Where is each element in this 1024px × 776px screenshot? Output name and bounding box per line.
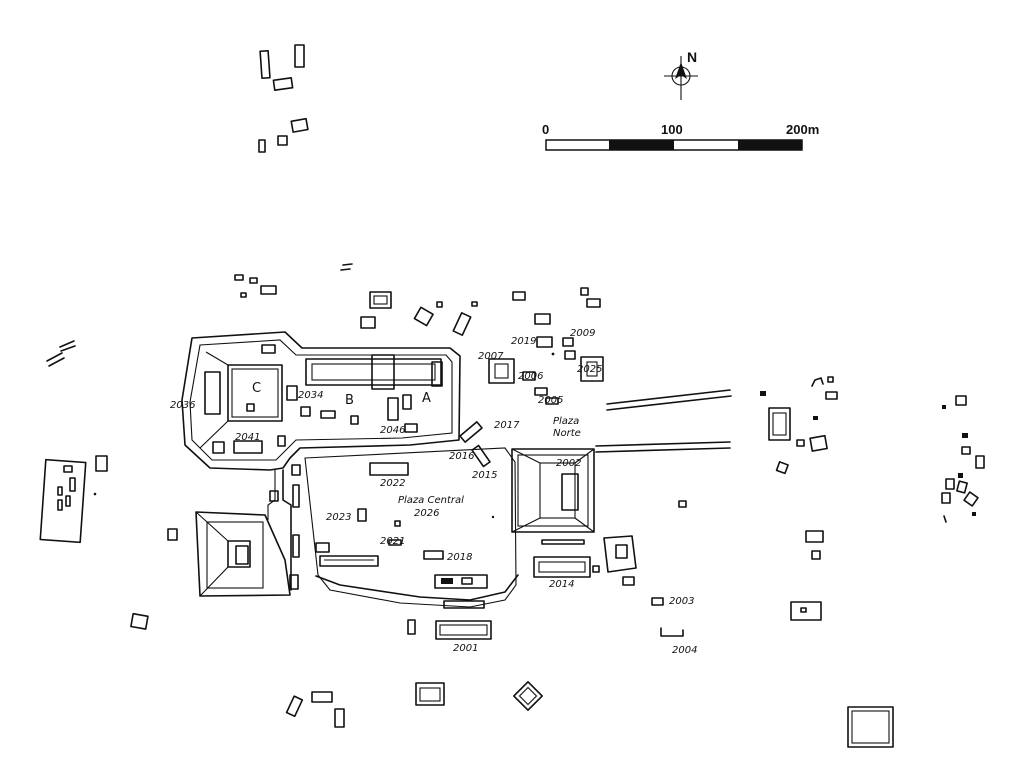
southeast-structures xyxy=(651,597,894,748)
label-2046: 2046 xyxy=(380,425,405,436)
east-pyramid xyxy=(511,448,687,586)
plaza-norte xyxy=(488,336,732,453)
scale-bar: 0 100 200m xyxy=(542,122,819,151)
acropolis-groups: C B A xyxy=(181,331,461,471)
label-2004: 2004 xyxy=(672,645,697,656)
group-b-label: B xyxy=(345,393,354,408)
label-2022: 2022 xyxy=(380,478,405,489)
plaza-labels: Plaza Norte Plaza Central xyxy=(398,416,581,506)
group-c-label: C xyxy=(252,381,261,396)
label-2001: 2001 xyxy=(453,643,478,654)
scale-label-100: 100 xyxy=(661,122,683,137)
label-2006: 2006 xyxy=(518,371,543,382)
label-2002: 2002 xyxy=(556,458,581,469)
plaza-norte-label-line2: Norte xyxy=(553,428,581,439)
label-2018: 2018 xyxy=(447,552,472,563)
southwest-pyramid xyxy=(195,464,301,597)
north-label: N xyxy=(687,49,697,65)
label-2023: 2023 xyxy=(326,512,351,523)
label-2019: 2019 xyxy=(511,336,536,347)
label-2034: 2034 xyxy=(298,390,323,401)
label-2014: 2014 xyxy=(549,579,574,590)
plaza-central-label: Plaza Central xyxy=(398,495,464,506)
label-2005: 2005 xyxy=(538,395,563,406)
plaza-norte-label-line1: Plaza xyxy=(553,416,579,427)
label-2026: 2026 xyxy=(414,508,439,519)
label-2021: 2021 xyxy=(380,536,405,547)
scale-label-200m: 200m xyxy=(786,122,819,137)
south-structures xyxy=(285,681,543,728)
label-2016: 2016 xyxy=(449,451,474,462)
label-2015: 2015 xyxy=(472,470,497,481)
group-a-label: A xyxy=(422,391,431,406)
structure-labels: 2001 2002 2003 2004 2005 2006 2007 2009 … xyxy=(170,328,697,656)
label-2009: 2009 xyxy=(570,328,595,339)
label-2041: 2041 xyxy=(235,432,260,443)
east-structures xyxy=(760,376,985,560)
west-structures xyxy=(39,340,178,630)
north-arrow-icon: N xyxy=(664,49,698,100)
label-2007: 2007 xyxy=(478,351,504,362)
label-2017: 2017 xyxy=(494,420,520,431)
north-scattered-structures xyxy=(234,263,601,336)
label-2003: 2003 xyxy=(669,596,694,607)
label-2036: 2036 xyxy=(170,400,195,411)
plaza-central xyxy=(304,421,519,640)
northwest-structures xyxy=(258,44,309,153)
label-2025: 2025 xyxy=(577,364,602,375)
scale-label-0: 0 xyxy=(542,122,549,137)
